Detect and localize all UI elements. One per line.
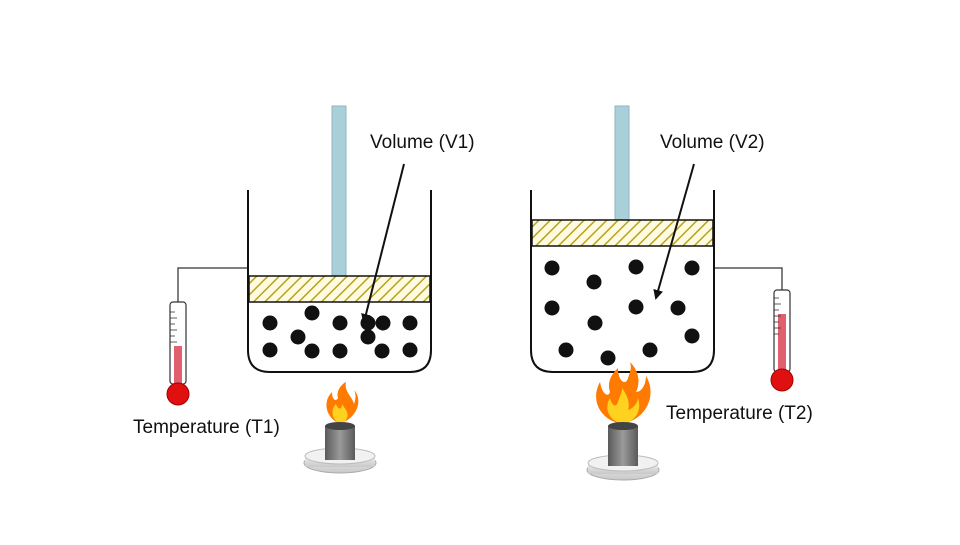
thermometer-bulb-right bbox=[770, 368, 794, 392]
particle bbox=[684, 328, 700, 344]
gas-particles-right bbox=[544, 259, 700, 366]
container-left bbox=[247, 190, 432, 373]
thermometer-left bbox=[166, 301, 190, 406]
thermometer-wire-left bbox=[177, 267, 248, 302]
particle bbox=[642, 342, 658, 358]
setup-left: Volume (V1) Temperature (T1) bbox=[133, 105, 475, 474]
particle bbox=[290, 329, 306, 345]
piston-left bbox=[248, 275, 431, 303]
particle bbox=[628, 299, 644, 315]
particle bbox=[586, 274, 602, 290]
particle bbox=[304, 305, 320, 321]
particle bbox=[360, 329, 376, 345]
particle bbox=[544, 260, 560, 276]
particle bbox=[262, 342, 278, 358]
particle bbox=[304, 343, 320, 359]
particle bbox=[332, 343, 348, 359]
volume-arrow-left bbox=[361, 163, 405, 324]
piston-right bbox=[531, 219, 714, 247]
volume-label-left: Volume (V1) bbox=[370, 132, 475, 153]
thermometer-wire-right bbox=[714, 267, 783, 290]
particle bbox=[684, 260, 700, 276]
particle bbox=[670, 300, 686, 316]
volume-label-right: Volume (V2) bbox=[660, 132, 765, 153]
burner-right bbox=[586, 362, 660, 481]
particle bbox=[375, 315, 391, 331]
particle bbox=[558, 342, 574, 358]
temperature-label-left: Temperature (T1) bbox=[133, 417, 280, 438]
volume-arrow-right bbox=[653, 163, 695, 300]
thermometer-bulb-left bbox=[166, 382, 190, 406]
particle bbox=[402, 315, 418, 331]
particle bbox=[374, 343, 390, 359]
particle bbox=[360, 315, 376, 331]
particle bbox=[600, 350, 616, 366]
piston-rod-left bbox=[331, 105, 347, 277]
thermometer-right bbox=[770, 289, 794, 392]
gas-particles-left bbox=[262, 305, 418, 359]
particle bbox=[332, 315, 348, 331]
particle bbox=[262, 315, 278, 331]
particle bbox=[628, 259, 644, 275]
piston-rod-right bbox=[614, 105, 630, 221]
particle bbox=[402, 342, 418, 358]
particle bbox=[587, 315, 603, 331]
temperature-label-right: Temperature (T2) bbox=[666, 403, 813, 424]
setup-right: Volume (V2) Temperature (T2) bbox=[530, 105, 813, 481]
burner-left bbox=[303, 382, 377, 474]
particle bbox=[544, 300, 560, 316]
container-right bbox=[530, 190, 715, 373]
